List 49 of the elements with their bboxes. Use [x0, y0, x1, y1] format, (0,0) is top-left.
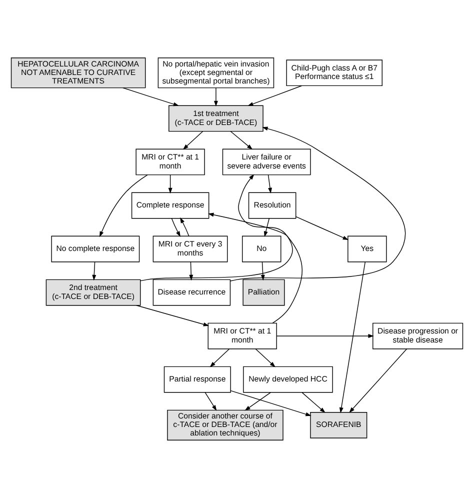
- node-box: MRI or CT every 3 months: [152, 236, 228, 262]
- arrow: [210, 348, 230, 368]
- node-box: Child-Pugh class A or B7 Performance status ≤1: [286, 60, 382, 86]
- arrow: [349, 348, 408, 413]
- node-box: Consider another course of c-TACE or DEB-TACE (and/or ablation techniques): [167, 410, 284, 440]
- node-box: Resolution: [248, 192, 296, 219]
- node-box: No: [242, 236, 282, 262]
- arrow: [260, 262, 265, 281]
- node-box: 2nd treatment (c-TACE or DEB-TACE): [46, 279, 141, 306]
- node-box: HEPATOCELLULAR CARCINOMA NOT AMENABLE TO CURATIVE TREATMENTS: [10, 58, 146, 88]
- arrow: [214, 88, 218, 107]
- arrow: [204, 392, 217, 411]
- node-box: 1st treatment (c-TACE or DEB-TACE): [168, 105, 264, 132]
- arrow: [296, 216, 349, 240]
- arrow: [244, 392, 271, 411]
- node-box: Newly developed HCC: [243, 366, 333, 393]
- arrow: [140, 174, 293, 282]
- arrow: [230, 126, 406, 282]
- arrow: [168, 174, 172, 194]
- arrow: [264, 218, 270, 238]
- arrow: [255, 348, 276, 368]
- arrow: [276, 334, 374, 338]
- arrow: [248, 85, 302, 106]
- arrow: [122, 87, 180, 106]
- arrow: [171, 218, 181, 237]
- arrow: [100, 174, 148, 238]
- node-box: Palliation: [242, 279, 285, 306]
- arrow: [92, 262, 96, 281]
- arrow: [182, 131, 204, 150]
- node-box: Partial response: [164, 366, 231, 393]
- node-box: Yes: [348, 236, 387, 262]
- node-box: Liver failure or severe adverse events: [222, 148, 311, 176]
- arrow: [230, 131, 253, 150]
- node-box: Disease progression or stable disease: [372, 322, 464, 350]
- arrow: [339, 262, 366, 414]
- node-box: Complete response: [131, 192, 210, 219]
- arrow: [230, 390, 312, 416]
- node-box: Disease recurrence: [152, 279, 231, 306]
- arrow: [136, 305, 210, 326]
- node-box: MRI or CT** at 1 month: [136, 148, 205, 176]
- node-box: SORAFENIB: [310, 412, 368, 438]
- arrow: [302, 392, 326, 413]
- node-box: No complete response: [51, 236, 140, 262]
- arrow: [208, 212, 302, 324]
- arrow: [268, 174, 272, 194]
- arrow: [189, 262, 194, 281]
- arrow: [180, 217, 190, 236]
- node-box: No portal/hepatic vein invasion (except segmental or subsegmental portal branches): [158, 58, 274, 88]
- node-box: MRI or CT** at 1 month: [208, 322, 277, 350]
